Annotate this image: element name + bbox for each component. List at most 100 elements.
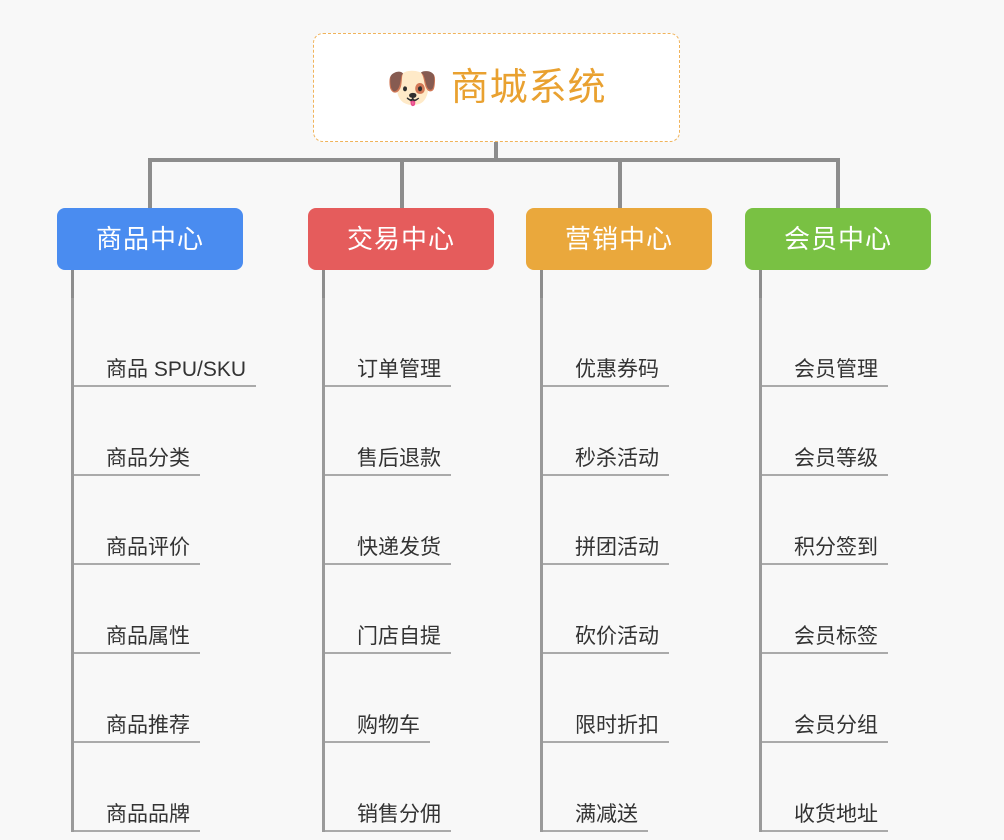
connector-drop-4 <box>836 158 840 210</box>
category-column: 交易中心 订单管理 售后退款 快递发货 门店自提 <box>308 208 494 832</box>
list-item-underline <box>543 652 669 654</box>
list-item-label: 门店自提 <box>357 624 441 648</box>
list-item[interactable]: 会员等级 <box>762 387 931 476</box>
list-item-underline <box>762 563 888 565</box>
list-item-underline <box>74 563 200 565</box>
list-item-underline <box>325 741 430 743</box>
category-label: 交易中心 <box>346 224 455 254</box>
list-item-label: 购物车 <box>357 713 420 737</box>
list-item[interactable]: 快递发货 <box>325 476 494 565</box>
list-item[interactable]: 收货地址 <box>762 743 931 832</box>
list-item-underline <box>543 474 669 476</box>
list-item-label: 商品 SPU/SKU <box>106 357 247 381</box>
item-list: 订单管理 售后退款 快递发货 门店自提 购物车 <box>322 298 494 832</box>
list-item-label: 秒杀活动 <box>575 446 659 470</box>
category-box-member[interactable]: 会员中心 <box>745 208 931 270</box>
connector-horizontal-bus <box>148 158 840 162</box>
list-item-label: 优惠券码 <box>575 357 659 381</box>
list-item-label: 限时折扣 <box>575 713 659 737</box>
category-column: 会员中心 会员管理 会员等级 积分签到 会员标签 <box>745 208 931 832</box>
item-list: 优惠券码 秒杀活动 拼团活动 砍价活动 限时折扣 <box>540 298 712 832</box>
list-item-label: 积分签到 <box>794 535 878 559</box>
list-item[interactable]: 会员管理 <box>762 298 931 387</box>
list-item-label: 快递发货 <box>357 535 441 559</box>
list-item-underline <box>543 830 648 832</box>
list-item-underline <box>74 385 256 387</box>
connector-root-stem <box>494 142 498 162</box>
list-item-underline <box>543 563 669 565</box>
list-item-label: 订单管理 <box>357 357 441 381</box>
list-item-underline <box>543 741 669 743</box>
shiba-dog-face-icon: 🐶 <box>386 63 439 111</box>
list-item[interactable]: 商品品牌 <box>74 743 243 832</box>
list-item[interactable]: 商品分类 <box>74 387 243 476</box>
list-item-underline <box>543 385 669 387</box>
list-item[interactable]: 订单管理 <box>325 298 494 387</box>
list-item-label: 商品属性 <box>106 624 190 648</box>
root-title: 商城系统 <box>450 66 607 109</box>
list-item-label: 商品分类 <box>106 446 190 470</box>
list-item-label: 销售分佣 <box>357 802 441 826</box>
list-item[interactable]: 会员标签 <box>762 565 931 654</box>
list-item-underline <box>762 474 888 476</box>
item-list: 商品 SPU/SKU 商品分类 商品评价 商品属性 商品推荐 <box>71 298 256 832</box>
list-item-underline <box>74 830 200 832</box>
list-item-label: 售后退款 <box>357 446 441 470</box>
category-box-product[interactable]: 商品中心 <box>57 208 243 270</box>
connector-category-stem <box>540 270 543 298</box>
list-item[interactable]: 限时折扣 <box>543 654 712 743</box>
connector-drop-1 <box>148 158 152 210</box>
list-item-underline <box>325 563 451 565</box>
category-box-trade[interactable]: 交易中心 <box>308 208 494 270</box>
list-item-label: 商品推荐 <box>106 713 190 737</box>
connector-drop-2 <box>400 158 404 210</box>
list-item-underline <box>325 652 451 654</box>
list-item[interactable]: 购物车 <box>325 654 494 743</box>
list-item-label: 会员分组 <box>794 713 878 737</box>
list-item-label: 拼团活动 <box>575 535 659 559</box>
category-column: 商品中心 商品 SPU/SKU 商品分类 商品评价 商品属性 <box>57 208 256 832</box>
list-item[interactable]: 优惠券码 <box>543 298 712 387</box>
category-column: 营销中心 优惠券码 秒杀活动 拼团活动 砍价活动 <box>526 208 712 832</box>
category-box-marketing[interactable]: 营销中心 <box>526 208 712 270</box>
list-item[interactable]: 满减送 <box>543 743 712 832</box>
list-item-label: 会员标签 <box>794 624 878 648</box>
list-item[interactable]: 会员分组 <box>762 654 931 743</box>
item-list: 会员管理 会员等级 积分签到 会员标签 会员分组 <box>759 298 931 832</box>
list-item-underline <box>325 830 451 832</box>
category-label: 营销中心 <box>564 224 673 254</box>
list-item-label: 会员管理 <box>794 357 878 381</box>
list-item[interactable]: 售后退款 <box>325 387 494 476</box>
list-item-label: 收货地址 <box>794 802 878 826</box>
list-item-label: 商品评价 <box>106 535 190 559</box>
list-item-label: 砍价活动 <box>575 624 659 648</box>
category-label: 会员中心 <box>783 224 892 254</box>
list-item-underline <box>762 385 888 387</box>
list-item[interactable]: 商品属性 <box>74 565 243 654</box>
list-item-underline <box>762 652 888 654</box>
list-item-underline <box>325 474 451 476</box>
list-item-underline <box>762 741 888 743</box>
list-item[interactable]: 砍价活动 <box>543 565 712 654</box>
list-item-label: 满减送 <box>575 802 638 826</box>
connector-category-stem <box>759 270 762 298</box>
list-item[interactable]: 拼团活动 <box>543 476 712 565</box>
root-node[interactable]: 🐶 商城系统 <box>313 33 680 142</box>
list-item-underline <box>74 741 200 743</box>
list-item-label: 会员等级 <box>794 446 878 470</box>
list-item[interactable]: 门店自提 <box>325 565 494 654</box>
list-item[interactable]: 销售分佣 <box>325 743 494 832</box>
list-item[interactable]: 秒杀活动 <box>543 387 712 476</box>
list-item-underline <box>74 652 200 654</box>
list-item[interactable]: 商品推荐 <box>74 654 243 743</box>
list-item-underline <box>74 474 200 476</box>
list-item-label: 商品品牌 <box>106 802 190 826</box>
list-item-underline <box>762 830 888 832</box>
list-item[interactable]: 商品评价 <box>74 476 243 565</box>
list-item[interactable]: 积分签到 <box>762 476 931 565</box>
connector-drop-3 <box>618 158 622 210</box>
list-item[interactable]: 商品 SPU/SKU <box>74 298 256 387</box>
connector-category-stem <box>322 270 325 298</box>
connector-category-stem <box>71 270 74 298</box>
